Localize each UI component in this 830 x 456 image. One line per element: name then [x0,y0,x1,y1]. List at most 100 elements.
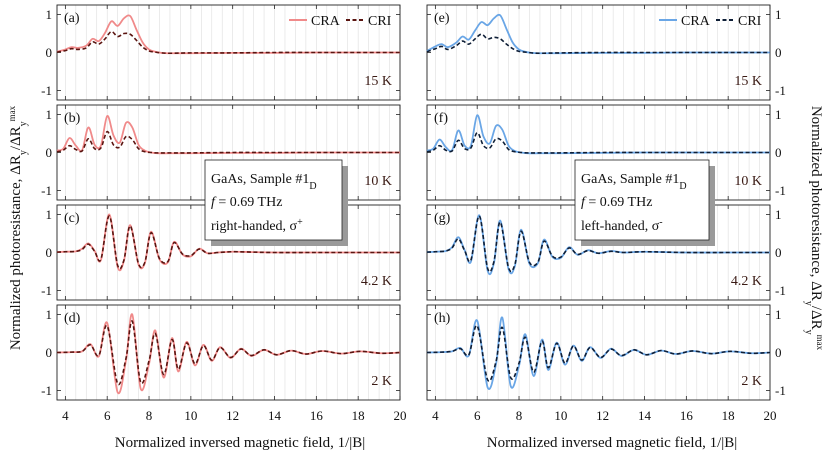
y-tick-label-b: 1 [46,107,53,122]
legend-left: CRA CRI [289,14,392,29]
infobox-left-line1: GaAs, Sample #1D [211,172,317,192]
infobox-right-line3-sup: - [659,217,662,228]
infobox-left-frame [204,159,343,241]
y-tick-label-c: 1 [46,207,53,222]
y-tick-label-f: 0 [775,145,782,160]
infobox-right-line2: f = 0.69 THz [581,195,652,210]
series-cri-g [426,215,770,273]
x-tick-label-d: 12 [226,408,239,423]
panel-label-b: (b) [64,111,81,126]
series-cra-b [56,115,400,155]
panel-label-d: (d) [64,311,81,326]
x-tick-label-h: 16 [680,408,694,423]
infobox-left-line2-f: f [211,195,217,210]
infobox-right-line1-main: GaAs, Sample #1 [581,172,679,187]
x-tick-label-d: 10 [184,408,197,423]
infobox-right-line3-main: left-handed, σ [581,219,660,234]
infobox-right-line2-rest: = 0.69 THz [585,195,653,210]
y-tick-label-a: 1 [46,7,53,22]
y-tick-label-g: 1 [775,207,782,222]
infobox-left-line3-sup: + [297,217,303,228]
x-tick-label-d: 16 [310,408,324,423]
x-tick-label-h: 10 [554,408,567,423]
y-tick-label-h: 0 [775,345,782,360]
panel-a: 10-1(a)15 K [41,4,401,101]
infobox-left-line3-main: right-handed, σ [211,219,298,234]
x-axis-title-right: Normalized inversed magnetic field, 1/|B… [487,435,738,451]
infobox-right-line3: left-handed, σ- [581,217,663,235]
x-tick-label-d: 6 [104,408,111,423]
y-axis-title-right-sub: y [804,301,815,306]
x-tick-label-h: 6 [474,408,481,423]
x-tick-label-d: 20 [394,408,407,423]
legend-left-cra-label: CRA [311,14,341,29]
y-tick-label-e: 0 [775,45,782,60]
x-tick-label-h: 4 [432,408,439,423]
y-axis-title-left: Normalized photoresistance, ΔRy/ΔRymax [7,105,29,350]
infobox-right-line2-f: f [581,195,587,210]
y-axis-title-right-main: Normalized photoresistance, ΔR [808,106,824,301]
legend-right-cri-label: CRI [738,14,762,29]
x-tick-label-h: 20 [764,408,777,423]
x-tick-label-h: 12 [596,408,609,423]
series-cri-b [56,130,400,154]
infobox-left-line2: f = 0.69 THz [211,195,282,210]
legend-right-cra-label: CRA [681,14,711,29]
temperature-label-a: 15 K [364,74,392,89]
y-tick-label-e: 1 [775,7,782,22]
infobox-right-line1-sub: D [679,181,686,192]
y-tick-label-g: 0 [775,245,782,260]
y-axis-title-right-sub2: y [804,330,815,335]
infobox-left-line2-rest: = 0.69 THz [215,195,283,210]
series-cra-f [426,114,770,155]
temperature-label-b: 10 K [364,174,392,189]
y-axis-title-right-sup: max [815,335,825,351]
panel-label-c: (c) [64,211,80,226]
y-axis-title-left-sub: y [18,150,29,155]
y-tick-label-d: 1 [46,307,53,322]
panel-label-a: (a) [64,11,80,26]
infobox-right-frame [574,159,710,241]
y-axis-title-left-sup: max [7,105,17,121]
y-tick-label-h: 1 [775,307,782,322]
panel-label-f: (f) [434,111,448,126]
y-tick-label-h: -1 [775,383,786,398]
series-cri-a [56,30,400,55]
infobox-left-line1-sub: D [309,181,316,192]
temperature-label-d: 2 K [371,374,392,389]
infobox-left-line1-main: GaAs, Sample #1 [211,172,309,187]
y-axis-title-right-slash: /ΔR [808,306,824,330]
y-tick-label-b: 0 [46,145,53,160]
temperature-label-h: 2 K [741,374,762,389]
y-tick-label-f: 1 [775,107,782,122]
infobox-left-line3: right-handed, σ+ [211,217,303,235]
y-tick-label-d: 0 [46,345,53,360]
x-tick-label-d: 8 [146,408,153,423]
temperature-label-e: 15 K [734,74,762,89]
y-tick-label-f: -1 [775,183,786,198]
x-tick-label-h: 14 [638,408,652,423]
y-tick-label-g: -1 [775,283,786,298]
temperature-label-f: 10 K [734,174,762,189]
y-tick-label-c: -1 [41,283,52,298]
series-cri-c [56,215,400,270]
series-cra-e [426,13,770,55]
series-cri-e [426,33,770,55]
y-tick-label-a: 0 [46,45,53,60]
infobox-left: GaAs, Sample #1D f = 0.69 THz right-hand… [204,159,348,246]
infobox-right-line1: GaAs, Sample #1D [581,172,687,192]
panel-e: 10-1(e)15 K [426,4,786,101]
panel-f: 1 0 -1 (f) 10 K [426,104,786,201]
x-tick-label-h: 8 [516,408,523,423]
series-cri-d [56,320,401,386]
legend-left-cri-label: CRI [368,14,392,29]
series-cri-h [426,324,771,382]
temperature-label-c: 4.2 K [361,274,392,289]
y-axis-title-left-sub2: y [18,121,29,126]
legend-right: CRA CRI [659,14,762,29]
y-tick-label-e: -1 [775,83,786,98]
